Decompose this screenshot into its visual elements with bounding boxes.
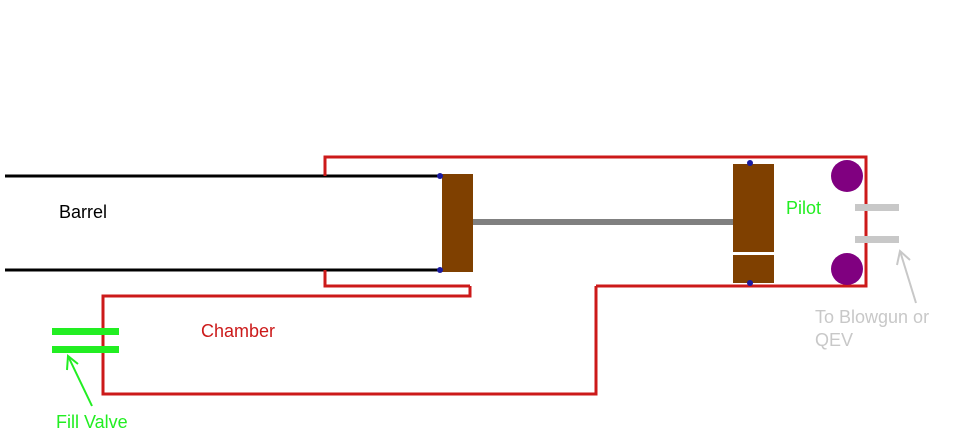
fill-valve-arrow: [66, 354, 93, 407]
pilot-oring-top: [831, 160, 863, 192]
pilot-oring-bottom: [831, 253, 863, 285]
seal-dot: [437, 267, 443, 273]
barrel: [5, 174, 440, 272]
valve-piston-face: [442, 174, 473, 272]
outlet-port-lower: [855, 236, 899, 243]
barrel-label: Barrel: [59, 202, 107, 222]
pilot-piston-upper: [733, 164, 774, 252]
chamber-outline: [101, 286, 598, 396]
seal-dot: [437, 173, 443, 179]
fill-valve: [52, 328, 119, 353]
pilot-piston-lower: [733, 255, 774, 283]
outlet-port-upper: [855, 204, 899, 211]
seal-dots: [437, 160, 753, 286]
pilot-housing-lower-edge: [323, 270, 470, 288]
outlet-label-line2: QEV: [815, 330, 853, 350]
valve-rod: [472, 219, 734, 225]
outlet-label-line1: To Blowgun or: [815, 307, 929, 327]
fill-valve-label: Fill Valve: [56, 412, 128, 432]
outlet-arrow: [896, 249, 917, 304]
pilot-label: Pilot: [786, 198, 821, 218]
pilot-housing-outline: [323, 155, 868, 288]
seal-dot: [747, 160, 753, 166]
chamber-label: Chamber: [201, 321, 275, 341]
seal-dot: [747, 280, 753, 286]
